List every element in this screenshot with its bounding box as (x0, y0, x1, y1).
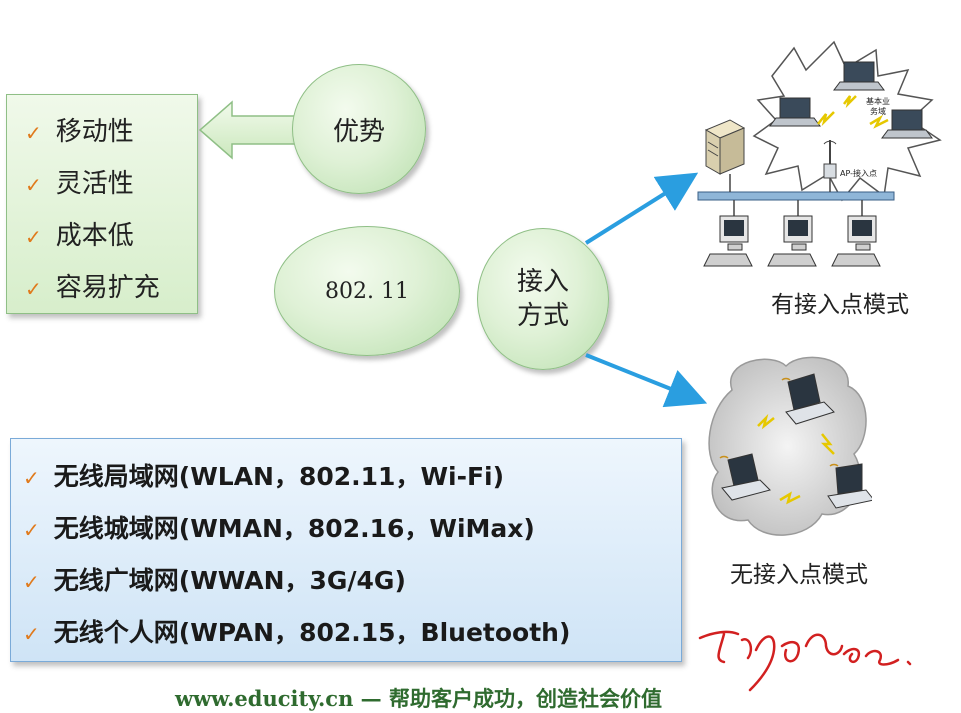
desktop-icon (767, 215, 817, 267)
laptop-icon (721, 453, 771, 501)
network-type-item: ✓无线局域网(WLAN，802.11，Wi-Fi) (23, 462, 505, 491)
advantage-item: ✓移动性 (25, 117, 134, 147)
desktop-icon (703, 215, 753, 267)
standard-node: 802. 11 (274, 226, 460, 356)
check-icon: ✓ (23, 518, 40, 542)
advantage-item: ✓容易扩充 (25, 273, 160, 303)
advantage-item: ✓成本低 (25, 221, 134, 251)
server-icon (704, 119, 746, 175)
connector-arrows (584, 172, 708, 408)
check-icon: ✓ (23, 466, 40, 490)
infra-mode-caption: 有接入点模式 (771, 292, 909, 318)
desktop-icon (831, 215, 881, 267)
check-icon: ✓ (25, 277, 42, 301)
network-type-item: ✓无线广域网(WWAN，3G/4G) (23, 566, 406, 595)
svg-text:AP-接入点: AP-接入点 (840, 168, 877, 178)
laptop-icon (881, 109, 933, 139)
laptop-icon (833, 61, 885, 91)
signature-scribble (698, 630, 912, 692)
infrastructure-mode-diagram: 基本业 务域 AP-接入点 (697, 40, 942, 267)
network-bus (697, 191, 895, 201)
network-type-item: ✓无线城域网(WMAN，802.16，WiMax) (23, 514, 535, 543)
advantage-node: 优势 (292, 64, 426, 194)
check-icon: ✓ (25, 121, 42, 145)
adhoc-mode-diagram (708, 356, 872, 536)
check-icon: ✓ (25, 173, 42, 197)
adhoc-mode-caption: 无接入点模式 (730, 562, 868, 588)
check-icon: ✓ (23, 622, 40, 646)
network-types-box: ✓无线局域网(WLAN，802.11，Wi-Fi) ✓无线城域网(WMAN，80… (10, 438, 682, 662)
laptop-icon (769, 97, 821, 127)
advantage-item: ✓灵活性 (25, 169, 134, 199)
coverage-burst (752, 40, 942, 202)
network-type-item: ✓无线个人网(WPAN，802.15，Bluetooth) (23, 618, 571, 647)
advantages-box: ✓移动性 ✓灵活性 ✓成本低 ✓容易扩充 (6, 94, 198, 314)
check-icon: ✓ (23, 570, 40, 594)
footer-slogan: www.educity.cn — 帮助客户成功，创造社会价值 (175, 686, 662, 711)
access-node: 接入方式 (477, 228, 609, 370)
laptop-icon (785, 373, 835, 425)
arrow-to-infra (584, 172, 699, 245)
adhoc-cloud (708, 356, 867, 536)
svg-text:务域: 务域 (870, 106, 886, 116)
arrow-to-adhoc (585, 353, 708, 408)
check-icon: ✓ (25, 225, 42, 249)
laptop-icon (827, 463, 872, 509)
svg-text:基本业: 基本业 (866, 96, 890, 106)
